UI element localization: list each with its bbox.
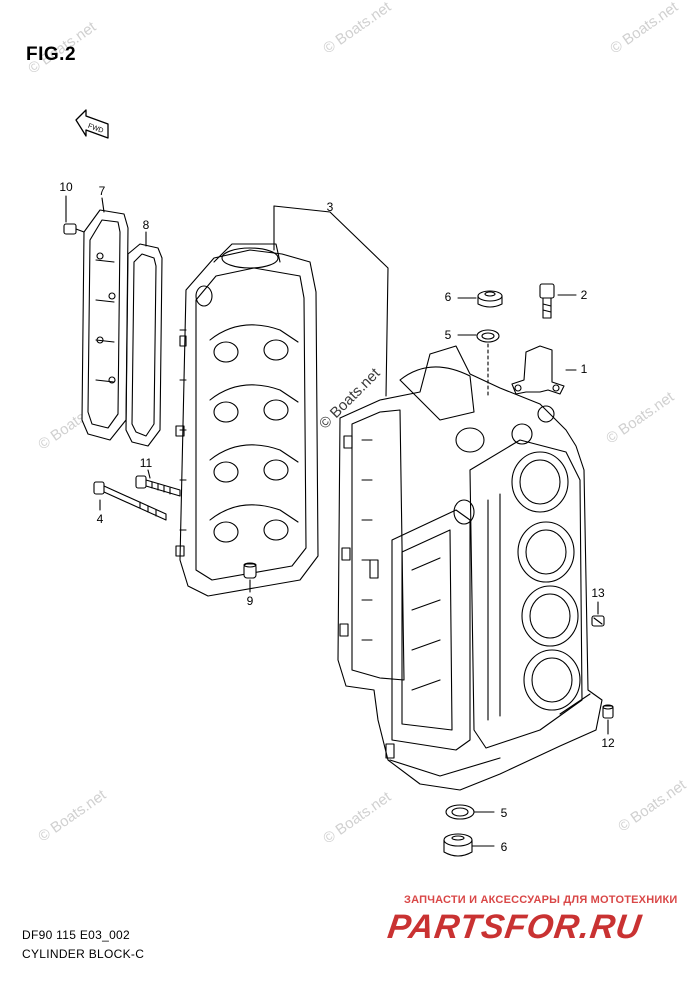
callout-label: 4 bbox=[96, 512, 104, 526]
callout-label: 6 bbox=[444, 290, 452, 304]
washer-5-top bbox=[476, 329, 500, 343]
washer-5-bottom bbox=[445, 804, 475, 820]
brand-tagline: ЗАПЧАСТИ И АКСЕССУАРЫ ДЛЯ МОТОТЕХНИКИ bbox=[404, 894, 678, 906]
callout-label: 7 bbox=[98, 184, 106, 198]
callout-label: 12 bbox=[601, 736, 615, 750]
plug-12 bbox=[602, 704, 614, 719]
dowel-pin-9 bbox=[243, 562, 257, 579]
gasket-8 bbox=[125, 243, 163, 447]
figure-code: DF90 115 E03_002 bbox=[22, 928, 130, 942]
callout-label: 9 bbox=[246, 594, 254, 608]
bolt-10 bbox=[63, 223, 85, 235]
callout-label: 3 bbox=[326, 200, 334, 214]
plug-6-top bbox=[477, 290, 503, 308]
callout-label: 10 bbox=[59, 180, 73, 194]
plug-6-bottom bbox=[443, 833, 473, 857]
stud-13 bbox=[591, 615, 605, 627]
bracket-1 bbox=[511, 345, 565, 395]
callout-label: 6 bbox=[500, 840, 508, 854]
callout-label: 2 bbox=[580, 288, 588, 302]
cover-plate-7 bbox=[81, 209, 129, 441]
bolt-2 bbox=[539, 283, 555, 319]
callout-label: 8 bbox=[142, 218, 150, 232]
callout-label: 5 bbox=[444, 328, 452, 342]
figure-caption: CYLINDER BLOCK-C bbox=[22, 947, 145, 961]
bolt-11 bbox=[135, 475, 181, 497]
figure-title: FIG.2 bbox=[26, 44, 77, 65]
callout-label: 1 bbox=[580, 362, 588, 376]
brand-logo[interactable]: PARTSFOR.RU bbox=[385, 908, 645, 946]
cylinder-block bbox=[337, 345, 603, 791]
bolt-4 bbox=[93, 481, 167, 521]
cylinder-head-3 bbox=[175, 243, 319, 597]
fwd-arrow-icon: FWD bbox=[75, 109, 109, 139]
callout-label: 5 bbox=[500, 806, 508, 820]
callout-label: 13 bbox=[591, 586, 605, 600]
callout-label: 11 bbox=[139, 456, 153, 470]
